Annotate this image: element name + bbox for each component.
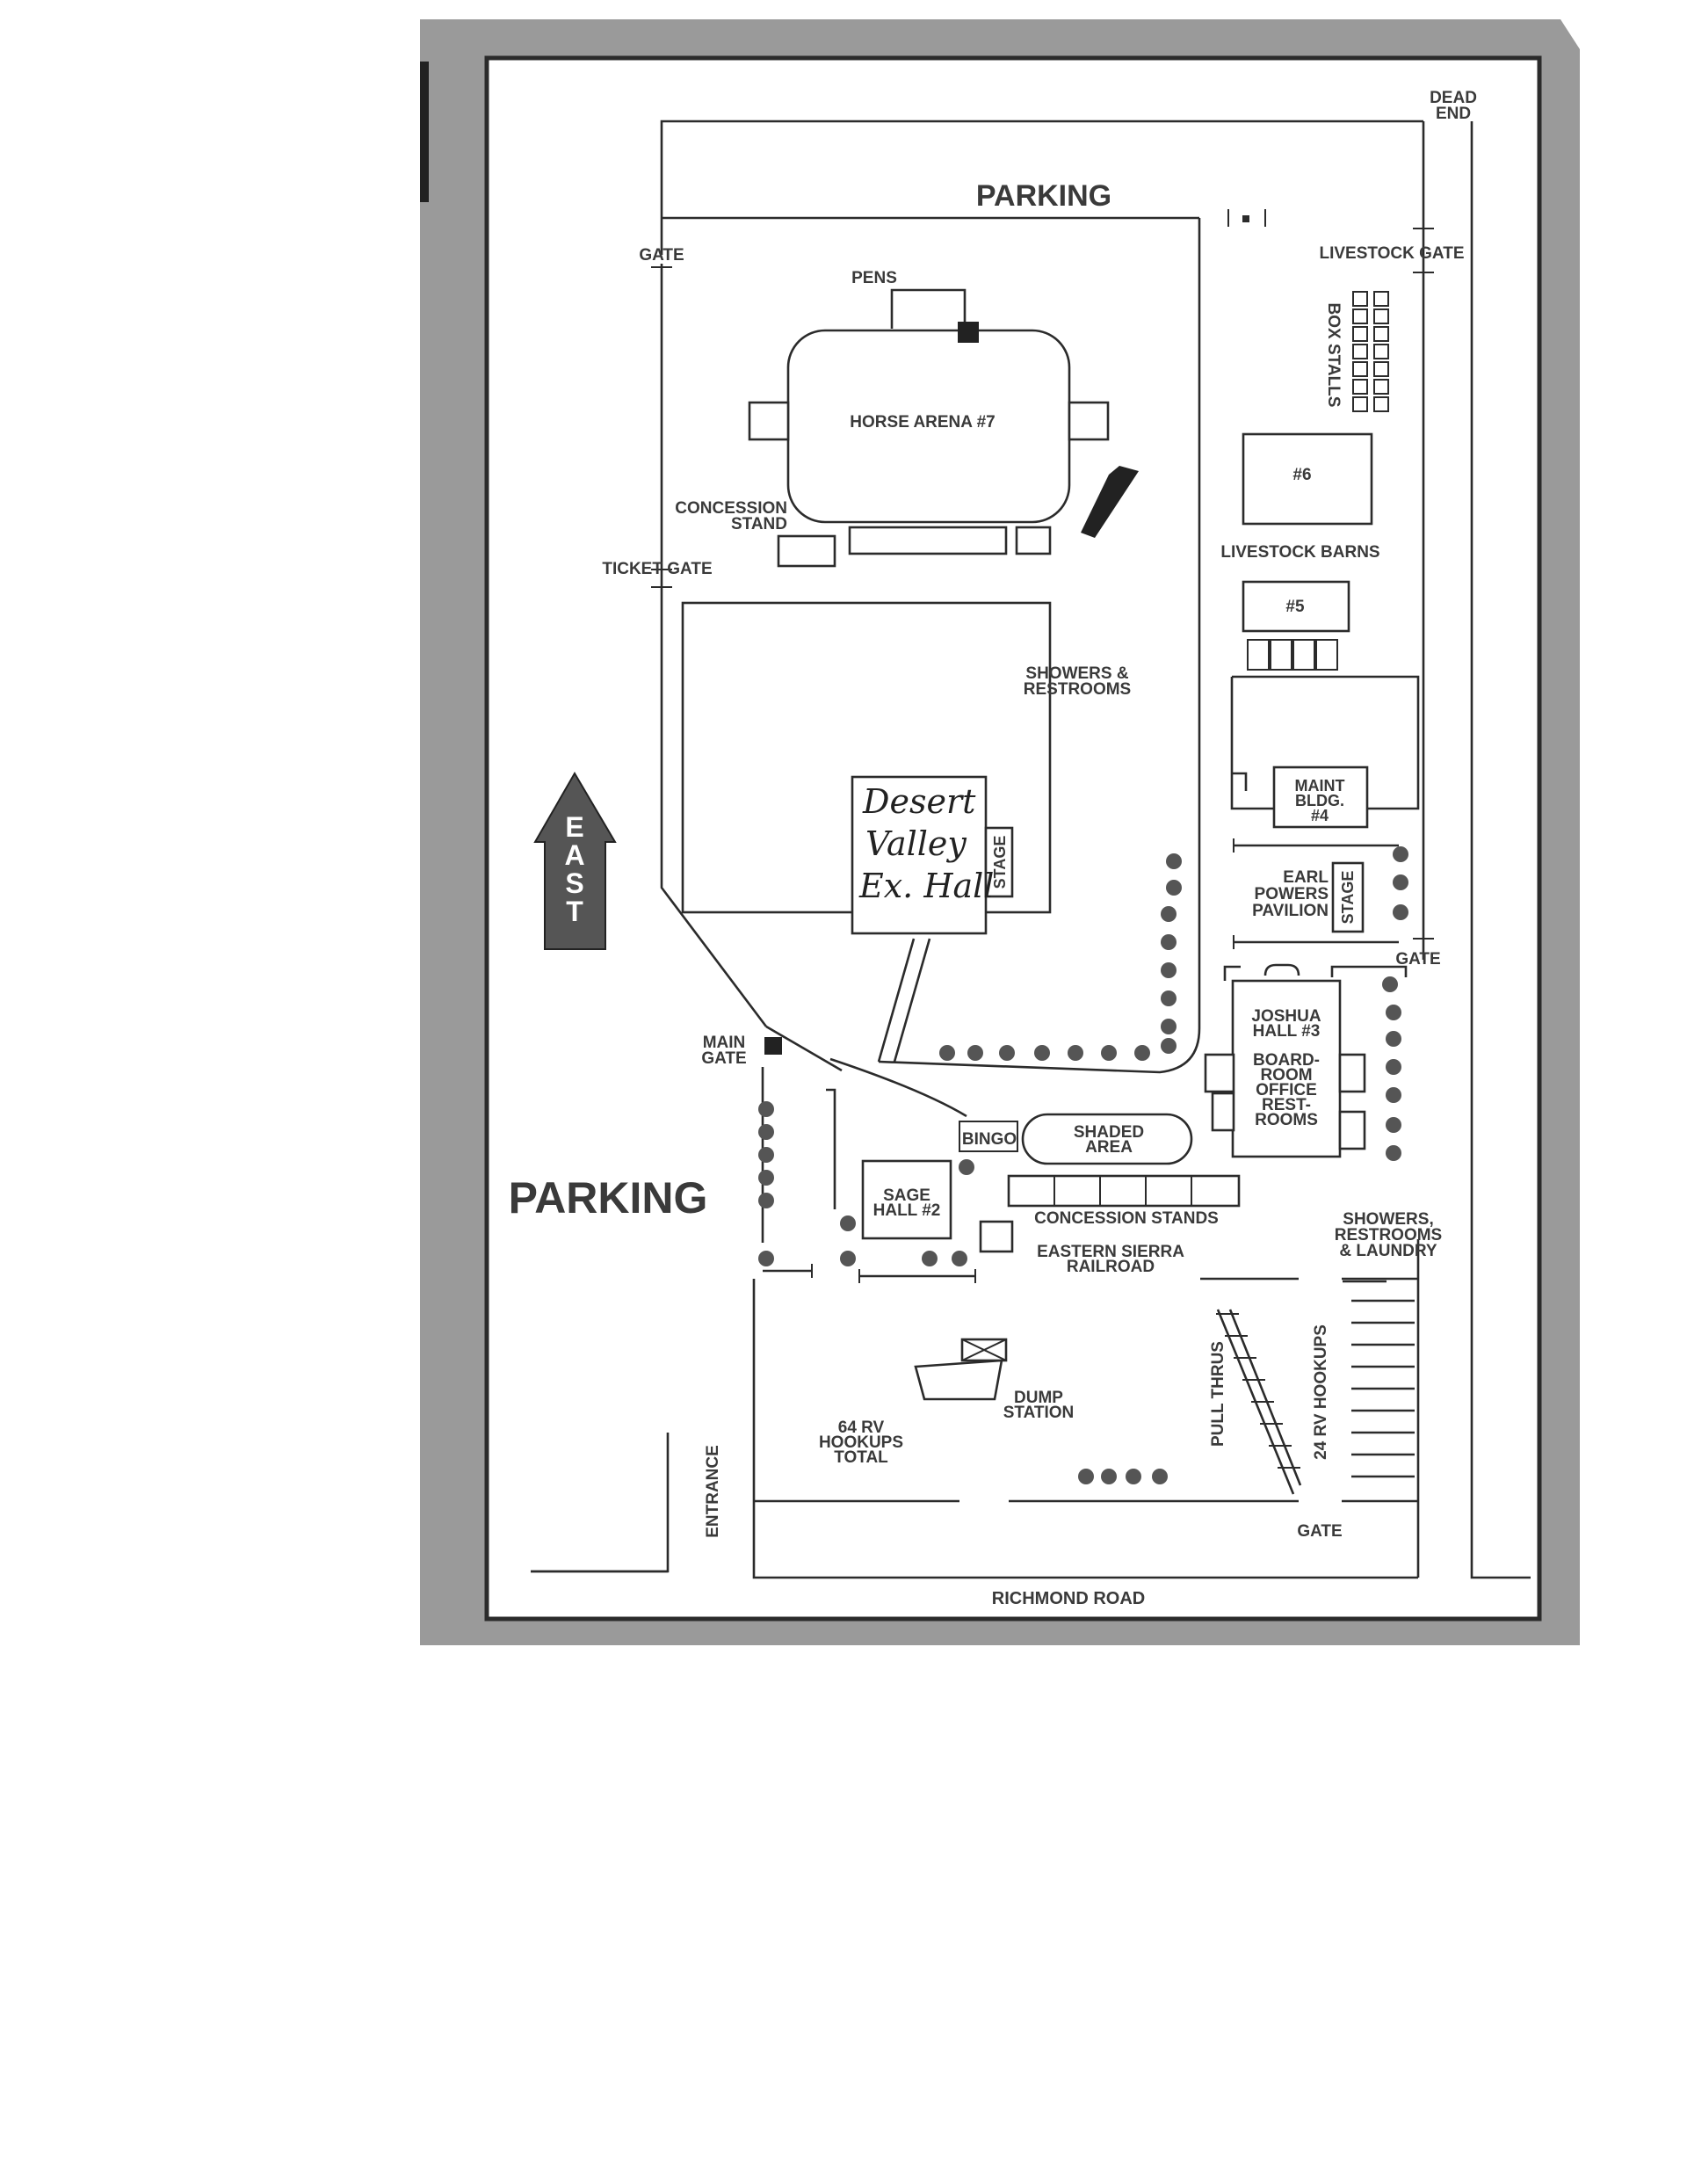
pull-thrus-label: PULL THRUS — [1209, 1341, 1227, 1447]
pens-label: PENS — [851, 269, 897, 287]
main-gate-marker — [764, 1037, 782, 1055]
exhibit-hall-block — [681, 601, 1052, 935]
gate-top-left-label: GATE — [639, 246, 684, 265]
earl-powers-pavilion — [1233, 838, 1399, 949]
livestock-barns — [1230, 432, 1420, 829]
showers-laundry-label: SHOWERS,RESTROOMS& LAUNDRY — [1335, 1210, 1442, 1260]
entrance-label: ENTRANCE — [704, 1445, 722, 1538]
livestock-barns-label: LIVESTOCK BARNS — [1220, 543, 1379, 562]
horse-arena-label: HORSE ARENA #7 — [850, 413, 995, 432]
horse-arena-complex — [748, 288, 1139, 568]
barn-5-label: #5 — [1285, 598, 1305, 616]
rv-24-label: 24 RV HOOKUPS — [1312, 1324, 1330, 1460]
trees — [758, 846, 1408, 1484]
gate-markers — [651, 209, 1434, 940]
east-arrow — [533, 772, 617, 950]
stage-2-label: STAGE — [1339, 871, 1357, 925]
joshua-hall — [1204, 963, 1408, 1158]
box-stalls — [1352, 291, 1389, 412]
showers-restrooms-label: SHOWERS &RESTROOMS — [1024, 664, 1131, 699]
center-buildings — [763, 1113, 1241, 1283]
box-stalls-label: BOX STALLS — [1324, 303, 1343, 408]
concession-stands-label: CONCESSION STANDS — [1034, 1209, 1219, 1228]
gate-right-label: GATE — [1395, 950, 1440, 969]
rv-area — [914, 1280, 1415, 1495]
ticket-gate-label: TICKET GATE — [602, 560, 712, 578]
livestock-gate-label: LIVESTOCK GATE — [1319, 244, 1464, 263]
barn-6-label: #6 — [1292, 466, 1311, 484]
stage-1-label: STAGE — [991, 836, 1009, 889]
gate-bottom-label: GATE — [1297, 1522, 1342, 1541]
parking-left-label: PARKING — [509, 1173, 708, 1223]
richmond-road-label: RICHMOND ROAD — [992, 1589, 1145, 1608]
parking-top-label: PARKING — [976, 179, 1111, 213]
bingo-label: BINGO — [962, 1130, 1017, 1149]
